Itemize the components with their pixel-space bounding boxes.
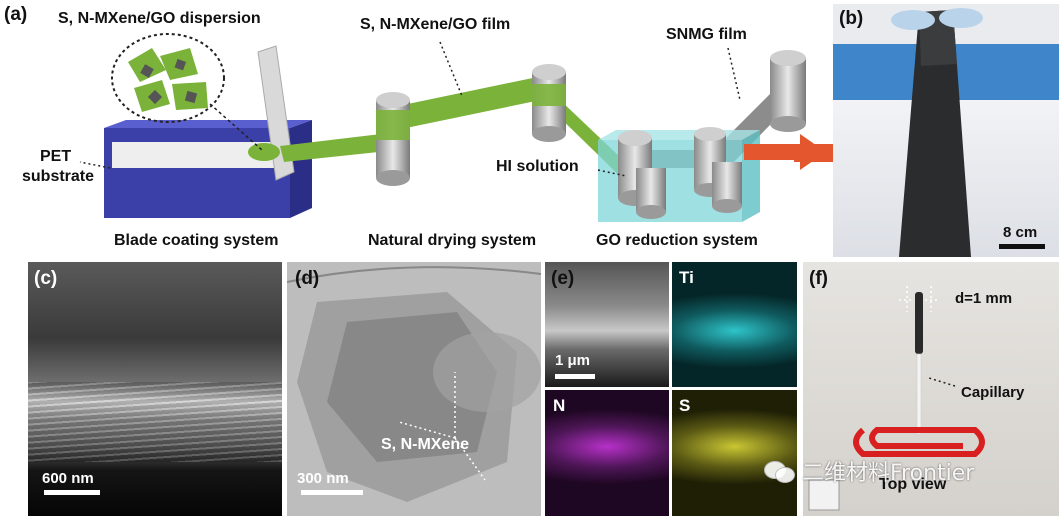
eds-ti-tile [672,262,797,387]
eds-s-label: S [679,396,691,415]
pet-label-line1: PET [40,148,72,165]
hi-label: HI solution [496,158,579,175]
panel-b-letter: (b) [839,8,864,29]
panel-c-sem: (c) 600 nm [28,262,282,516]
leader-arrows [79,41,741,177]
tem-flakes [287,266,541,502]
panel-b-scalebar [999,244,1045,249]
panel-f-photo: (f) d=1 mm Capillary Top view [803,262,1059,516]
layer-streaks [28,382,282,462]
panel-e-eds: (e) 1 μm Ti N S [545,262,797,516]
drying-system-label: Natural drying system [368,232,537,249]
film-label: S, N-MXene/GO film [360,16,511,33]
diameter-label: d=1 mm [955,290,1013,307]
eds-s-tile [672,390,797,516]
orange-arrow [744,134,826,170]
capillary-label: Capillary [961,384,1025,401]
panel-e-scalebar [555,374,595,379]
eds-ti-label: Ti [679,268,694,287]
top-view-label: Top view [879,476,947,493]
panel-c-letter: (c) [34,268,58,289]
panel-d-scale: 300 nm [297,470,349,487]
panel-d-scalebar [301,490,363,495]
panel-a: (a) S, N-MXene/GO dispersion S, N-MXene/… [0,0,830,258]
process-schematic [79,33,806,222]
blade-system-label: Blade coating system [114,232,279,249]
rollers [376,50,806,219]
panel-a-letter: (a) [4,4,28,25]
panel-c-scale: 600 nm [42,470,94,487]
panel-b-scale: 8 cm [1003,224,1038,241]
panel-e-scale: 1 μm [555,352,591,369]
dispersion-zoom-circle [111,33,263,151]
panel-d-tem: (d) S, N-MXene 300 nm [287,262,541,516]
pet-label-line2: substrate [22,168,95,185]
panel-e-letter: (e) [551,268,575,289]
panel-d-annotation: S, N-MXene [381,436,470,453]
dispersion-puddle [248,143,280,161]
watermark-text: 二维材料Frontier [802,461,975,486]
paper-clip [853,427,985,457]
watermark: 二维材料Frontier [764,456,974,486]
panel-f-letter: (f) [809,268,828,289]
black-film-strip [891,8,983,257]
dispersion-label: S, N-MXene/GO dispersion [58,10,261,27]
panel-b-photo: (b) 8 cm [833,4,1059,257]
capillary-scene [808,286,985,511]
wechat-icon [764,459,795,483]
panel-c-scalebar [44,490,100,495]
snmg-label: SNMG film [666,26,747,43]
eds-n-tile [545,390,669,516]
eds-sem-tile [545,262,669,387]
panel-d-letter: (d) [295,268,320,289]
reduction-system-label: GO reduction system [596,232,758,249]
eds-n-label: N [553,396,566,415]
